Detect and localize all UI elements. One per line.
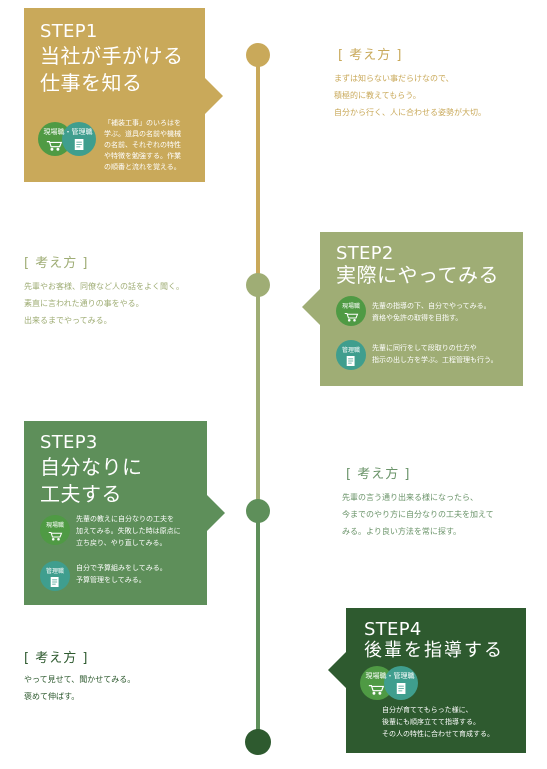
step2-badge-kanri: 管理職 [336,340,366,370]
step2-badge-genba-label: 現場職 [341,303,360,310]
kangae4-block: [ 考え方 ] やって見せて、聞かせてみる。 褒めて伸ばす。 [24,650,135,705]
timeline-segment-3 [256,510,260,740]
step4-card: STEP4 後輩を指導する 現場職・管理職 自分が育ててもらった様に、 後輩にも… [328,608,526,753]
step4-badge-label: 現場職・管理職 [365,672,415,680]
wheelbarrow-icon [368,685,385,695]
step3-description-genba: 先輩の教えに自分なりの工夫を 加えてみる。失敗した時は原点に 立ち戻り、やり直し… [76,515,181,547]
step1-label: STEP1 [40,21,98,42]
step1-badge-label: 現場職・管理職 [43,128,93,136]
step2-description-kanri: 先輩に同行をして段取りの仕方や 指示の出し方を学ぶ。工程管理も行う。 [372,344,498,364]
step2-title: 実際にやってみる [336,263,499,287]
step1-arrow [205,78,223,114]
step4-badge-kanri [384,666,418,700]
document-icon [346,356,355,366]
kangae4-body: やって見せて、聞かせてみる。 褒めて伸ばす。 [24,675,136,701]
step2-description-genba: 先輩の指導の下、自分でやってみる。 資格や免許の取得を目指す。 [372,302,491,322]
kangae2-body: 先輩やお客様、同僚など人の話をよく聞く。 素直に言われた通りの事をやる。 出来る… [24,282,184,325]
step3-badge-kanri-label: 管理職 [45,568,64,575]
step2-badge-kanri-label: 管理職 [341,347,360,354]
wheelbarrow-icon [48,531,63,541]
step1-card: STEP1 当社が手がける 仕事を知る 現場職・管理職 「補装工事」のいろはを … [24,8,223,182]
document-icon [396,683,406,694]
step3-card: STEP3 自分なりに 工夫する 現場職 先輩の教えに自分なりの工夫を 加えてみ… [24,421,225,605]
step2-badge-genba: 現場職 [336,296,366,326]
step3-label: STEP3 [40,432,98,453]
kangae3-block: [ 考え方 ] 先輩の言う通り出来る様になったら、 今までのやり方に自分なりの工… [342,466,494,540]
kangae3-body: 先輩の言う通り出来る様になったら、 今までのやり方に自分なりの工夫を加えて みる… [342,493,494,536]
timeline-node-4 [245,729,271,755]
kangae1-block: [ 考え方 ] まずは知らない事だらけなので、 積極的に教えてもらう。 自分から… [334,47,486,121]
timeline-segment-2 [256,285,260,510]
step3-badge-genba-label: 現場職 [45,522,64,529]
step1-title: 当社が手がける 仕事を知る [40,44,184,95]
timeline-node-2 [246,273,270,297]
step1-badge-kanri [62,122,96,156]
step3-badge-kanri: 管理職 [40,561,70,591]
step3-badge-genba: 現場職 [40,515,70,545]
kangae1-body: まずは知らない事だらけなので、 積極的に教えてもらう。 自分から行く、人に合わせ… [334,74,486,117]
kangae4-title: [ 考え方 ] [24,651,89,666]
document-icon [74,139,84,150]
step3-description-kanri: 自分で予算組みをしてみる。 予算管理をしてみる。 [76,564,167,584]
step2-card: STEP2 実際にやってみる 現場職 先輩の指導の下、自分でやってみる。 資格や… [302,232,523,386]
step2-arrow [302,289,320,325]
step3-title: 自分なりに 工夫する [40,455,143,506]
step4-arrow [328,652,346,688]
step3-arrow [207,495,225,531]
step4-title: 後輩を指導する [364,640,504,661]
step2-label: STEP2 [336,243,394,264]
kangae3-title: [ 考え方 ] [346,467,411,482]
wheelbarrow-icon [344,312,359,322]
kangae2-title: [ 考え方 ] [24,256,89,271]
kangae1-title: [ 考え方 ] [338,48,403,63]
timeline-node-3 [246,499,270,523]
kangae2-block: [ 考え方 ] 先輩やお客様、同僚など人の話をよく聞く。 素直に言われた通りの事… [24,255,184,329]
document-icon [50,577,59,587]
timeline-segment-1 [256,55,260,285]
step1-description: 「補装工事」のいろはを 学ぶ。道具の名前や機械 の名前、それぞれの特性 や特徴を… [104,119,181,171]
timeline-node-1 [246,43,270,67]
wheelbarrow-icon [46,141,63,151]
step4-description: 自分が育ててもらった様に、 後輩にも順序立てて指導する。 その人の特性に合わせて… [382,706,494,738]
step4-label: STEP4 [364,619,422,640]
